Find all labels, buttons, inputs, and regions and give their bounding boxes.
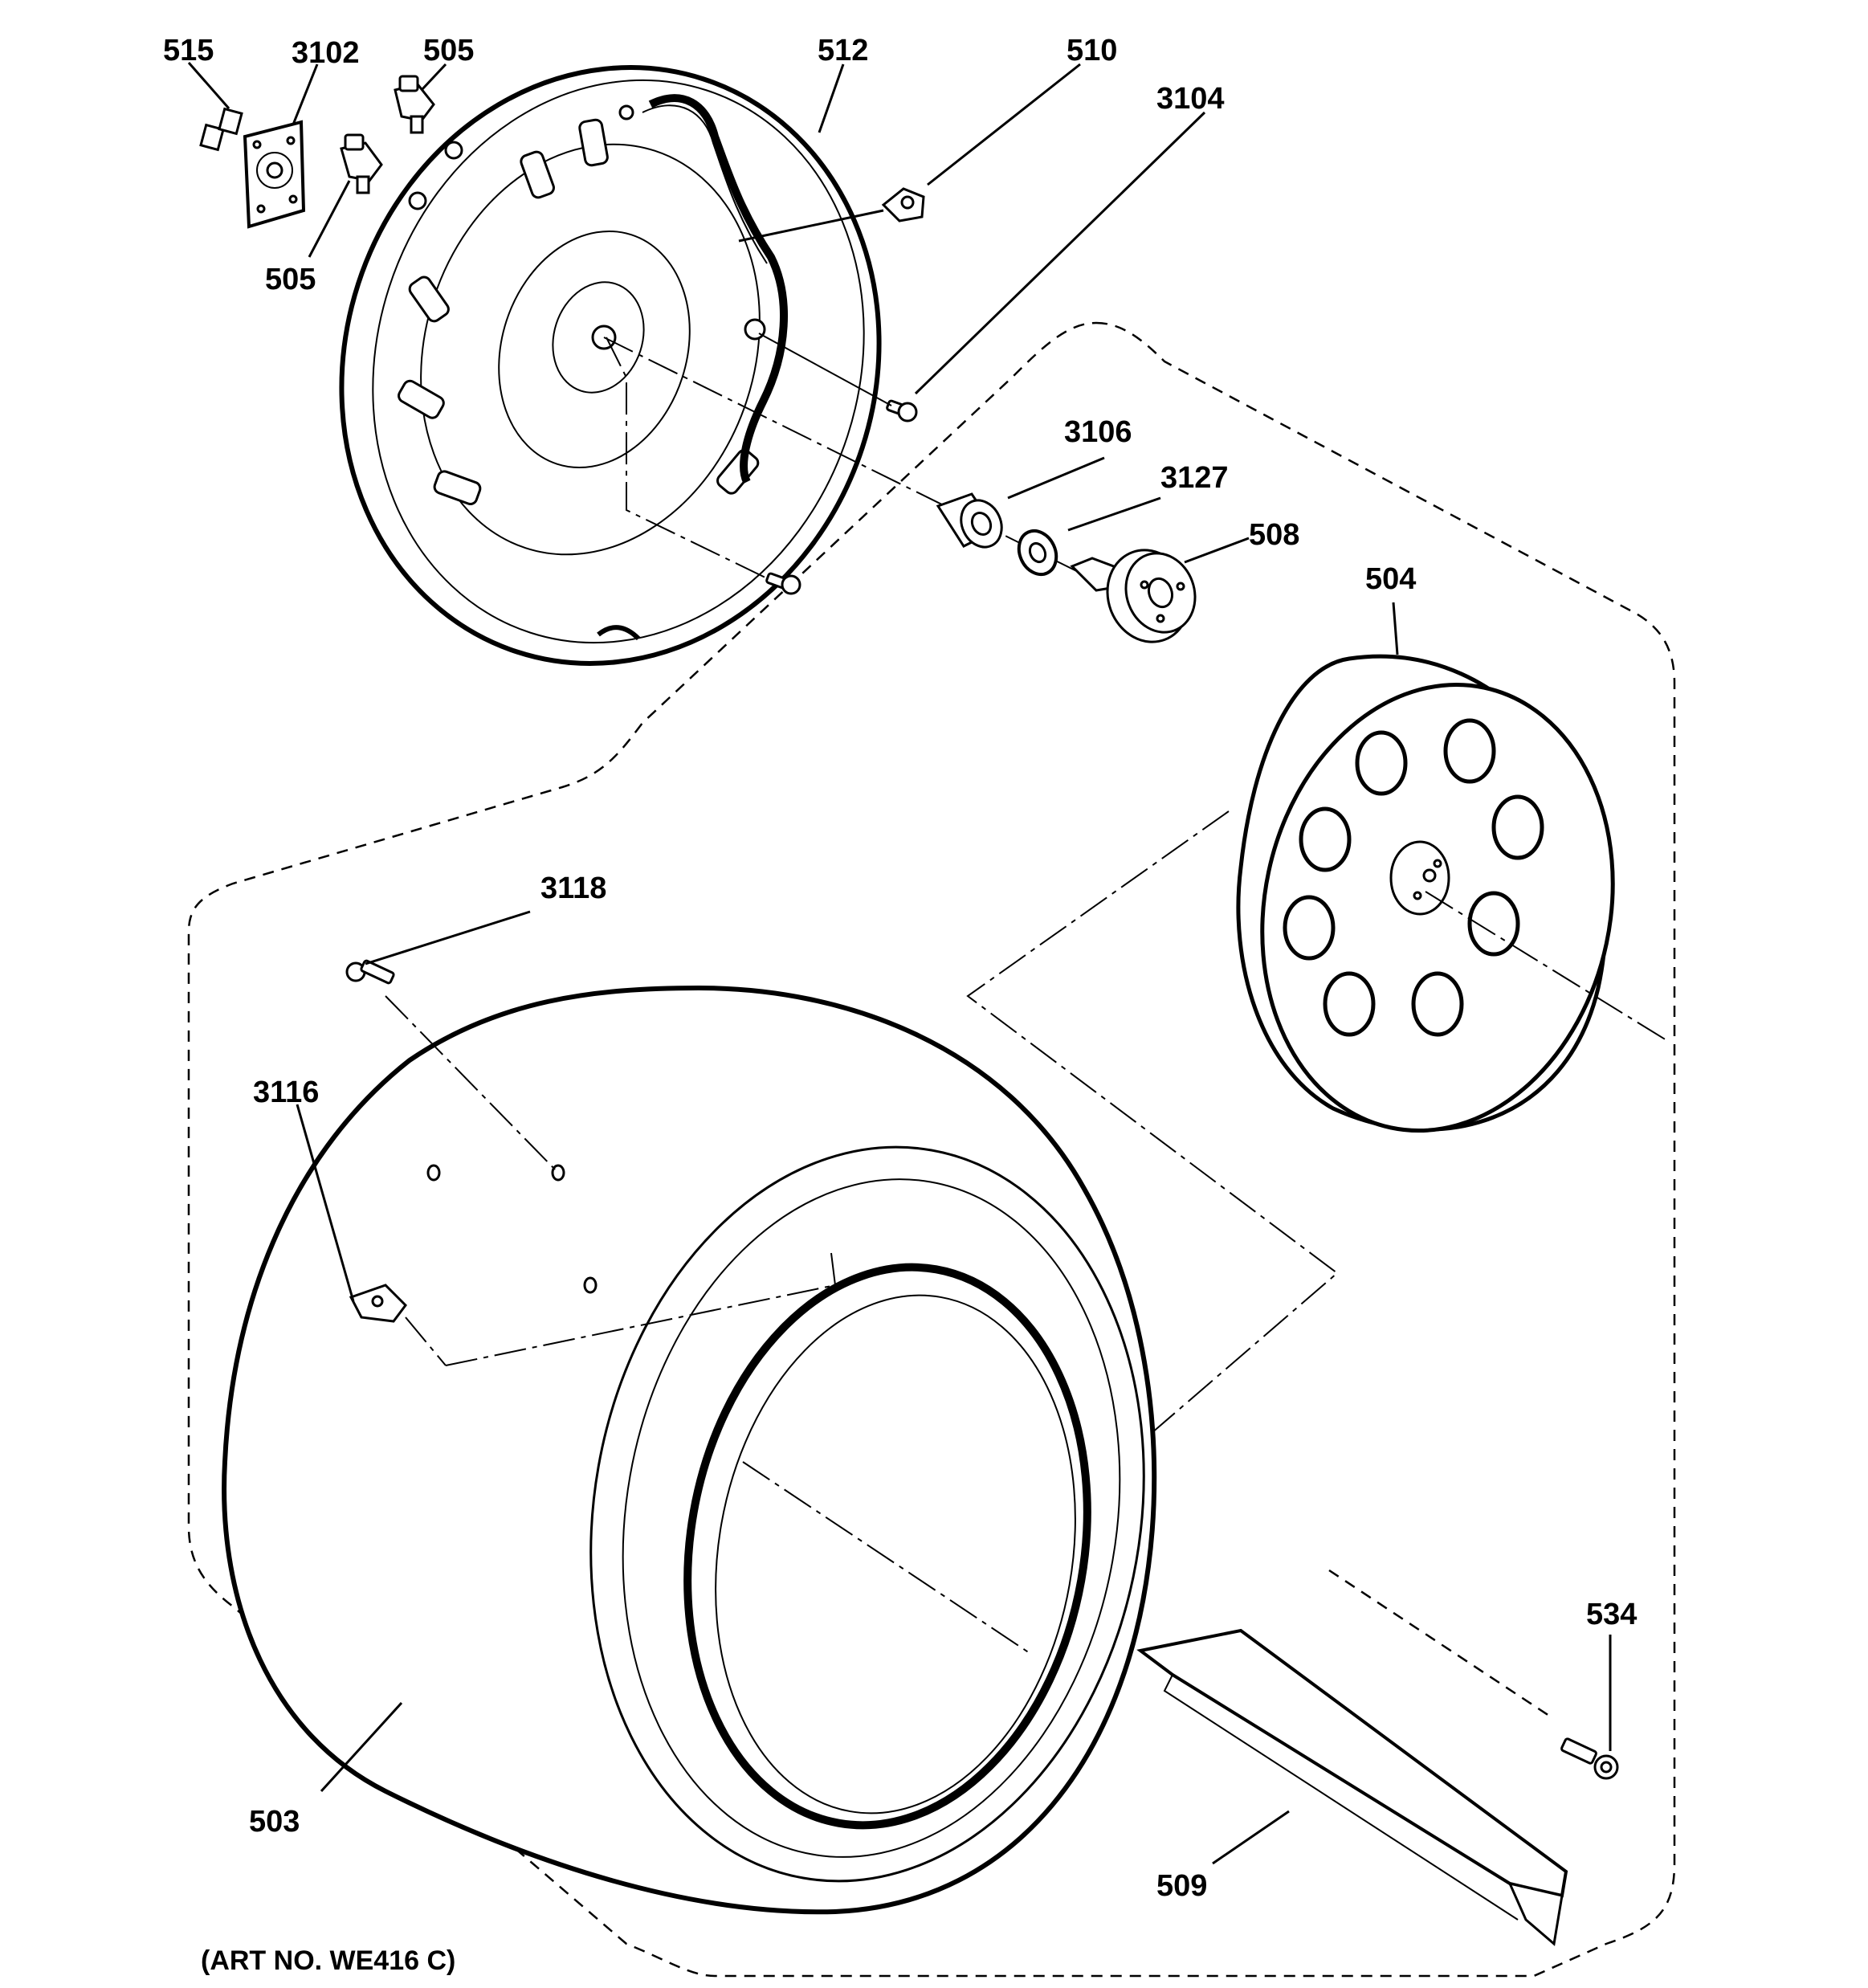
art-number: (ART NO. WE416 C) <box>201 1945 455 1976</box>
callout-510: 510 <box>1067 34 1117 67</box>
bulkhead-screw <box>765 572 801 595</box>
part-3106-bearing <box>936 492 1003 549</box>
part-3127-washer <box>1017 529 1058 577</box>
drum-back-504 <box>1236 654 1615 1133</box>
part-508-shaft-hub <box>1070 549 1197 643</box>
part-505-thermostat-bottom <box>340 133 383 194</box>
callout-3116: 3116 <box>253 1076 319 1109</box>
callout-512: 512 <box>818 34 868 67</box>
assembly-boundary <box>187 321 1676 1978</box>
part-3104-screw <box>886 399 918 423</box>
callout-3118: 3118 <box>540 872 606 905</box>
callout-3127: 3127 <box>1160 461 1229 495</box>
part-534-screw <box>1560 1737 1619 1780</box>
callout-3104: 3104 <box>1156 82 1225 116</box>
part-3116-clip <box>349 1284 407 1323</box>
callout-504: 504 <box>1365 562 1416 596</box>
callout-509: 509 <box>1156 1869 1207 1903</box>
callout-3106: 3106 <box>1064 415 1132 449</box>
drum-503 <box>222 985 1157 1915</box>
callout-508: 508 <box>1249 518 1299 552</box>
callout-505-top: 505 <box>423 34 474 67</box>
callout-3102: 3102 <box>292 36 360 70</box>
rear-bulkhead-512 <box>339 65 882 666</box>
callout-534: 534 <box>1586 1598 1637 1631</box>
callout-505-bottom: 505 <box>265 263 316 296</box>
callout-515: 515 <box>163 34 214 67</box>
part-3102-plate <box>243 120 306 229</box>
part-515 <box>199 107 243 152</box>
part-505-thermostat-top <box>394 75 435 134</box>
callout-503: 503 <box>249 1805 300 1839</box>
part-510-clip <box>881 187 925 222</box>
part-509-baffle <box>1136 1628 1568 1946</box>
part-3118-screw <box>345 959 395 985</box>
